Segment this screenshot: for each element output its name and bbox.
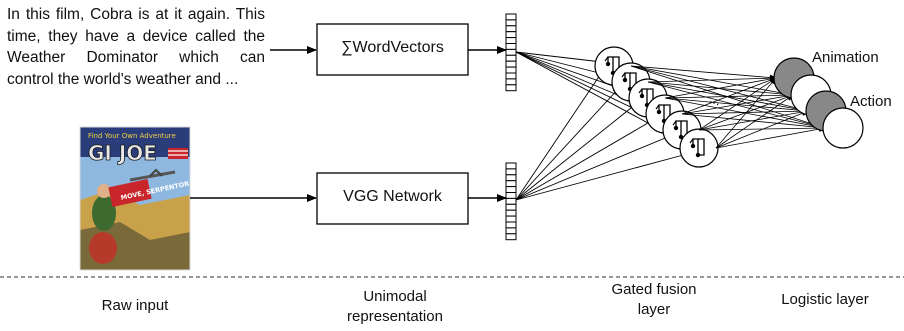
- output-edge: [698, 77, 777, 131]
- output-edge: [681, 93, 794, 115]
- vector-cell: [505, 84, 517, 92]
- fusion-edge-image: [515, 152, 688, 201]
- vector-cell: [505, 197, 517, 205]
- output-edge: [664, 76, 777, 99]
- vgg-network-box: [316, 172, 469, 225]
- output-edge: [664, 92, 794, 99]
- fusion-edge-image: [515, 119, 654, 201]
- vector-cell: [505, 48, 517, 56]
- vector-cell: [505, 203, 517, 211]
- gated-unit: [679, 128, 719, 168]
- vector-cell: [505, 174, 517, 182]
- vector-cell: [505, 31, 517, 39]
- caption-logistic: Logistic layer: [781, 291, 869, 308]
- word-vectors-label: ∑WordVectors: [341, 39, 444, 56]
- vector-cell: [505, 162, 517, 170]
- vector-cell: [505, 186, 517, 194]
- fusion-edge-image: [515, 71, 603, 201]
- vector-cell: [505, 25, 517, 33]
- text-feature-vector: [505, 13, 517, 92]
- vector-cell: [505, 54, 517, 62]
- vector-cell: [505, 66, 517, 74]
- vector-cell: [505, 19, 517, 27]
- vector-cell: [505, 13, 517, 21]
- output-edge: [630, 65, 826, 130]
- output-edge: [647, 75, 777, 83]
- caption-unimodal: Unimodal representation: [347, 288, 443, 325]
- caption-raw-input: Raw input: [101, 297, 169, 314]
- svg-text:GI JOE: GI JOE: [88, 141, 157, 165]
- output-edge: [698, 109, 809, 131]
- output-edge: [715, 77, 777, 149]
- svg-text:Find Your Own Adventure: Find Your Own Adventure: [88, 132, 176, 140]
- gated-fusion-units: [594, 46, 719, 168]
- vector-cell: [505, 227, 517, 235]
- output-edge: [715, 110, 809, 149]
- vector-cell: [505, 233, 517, 241]
- vector-cell: [505, 180, 517, 188]
- vector-cell: [505, 78, 517, 86]
- output-edge: [715, 126, 826, 149]
- vector-cell: [505, 72, 517, 80]
- vector-cell: [505, 209, 517, 217]
- vector-cell: [505, 168, 517, 176]
- vector-cell: [505, 215, 517, 223]
- output-edge: [681, 113, 826, 131]
- vgg-network-label: VGG Network: [343, 188, 442, 205]
- vector-cell: [505, 60, 517, 68]
- output-edge: [681, 77, 777, 115]
- vector-cell: [505, 192, 517, 199]
- synopsis-text: In this film, Cobra is at it again. This…: [7, 6, 265, 88]
- vector-cell: [505, 221, 517, 229]
- output-edge: [715, 94, 794, 149]
- vector-cell: [505, 37, 517, 44]
- fusion-edge-image: [515, 103, 637, 201]
- output-edge: [630, 65, 777, 81]
- output-connections: [630, 65, 826, 149]
- output-edge: [698, 125, 826, 132]
- fusion-edge-image: [515, 135, 671, 201]
- caption-gated-fusion: Gated fusion layer: [611, 281, 697, 318]
- fusion-edge-image: [515, 87, 620, 201]
- logistic-unit: [822, 107, 864, 149]
- output-label-animation: Animation: [812, 49, 879, 66]
- fusion-edge-text: [515, 51, 603, 65]
- output-edge: [647, 81, 794, 98]
- image-feature-vector: [505, 162, 517, 241]
- output-label-action: Action: [850, 93, 892, 110]
- vector-cell: [505, 43, 517, 50]
- word-vectors-box: [316, 23, 469, 76]
- logistic-units: [773, 57, 864, 149]
